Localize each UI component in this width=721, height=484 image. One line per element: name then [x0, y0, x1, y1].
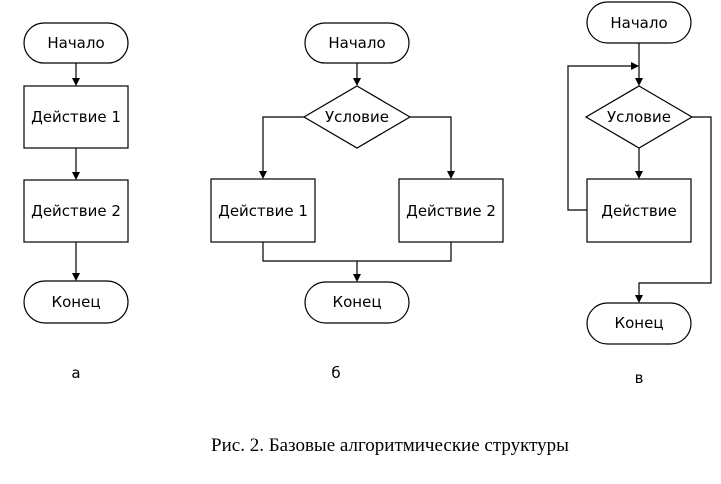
arrowhead [635, 78, 643, 86]
merge-connector [262, 242, 452, 262]
condition-label: Условие [325, 108, 389, 126]
end-label: Конец [51, 293, 100, 311]
action-1-box [23, 85, 129, 149]
action-1-label: Действие 1 [31, 108, 121, 126]
action-2-label: Действие 2 [406, 202, 496, 220]
arrowhead [72, 78, 80, 86]
start-label: Начало [610, 14, 667, 32]
end-terminal [23, 280, 129, 324]
diagram-letter-b: б [331, 364, 340, 382]
end-label: Конец [614, 314, 663, 332]
condition-label: Условие [607, 108, 671, 126]
diagram-letter-c: в [635, 369, 644, 387]
end-terminal [304, 281, 410, 324]
start-label: Начало [47, 34, 104, 52]
action-2-box [398, 178, 504, 243]
diagram-branching: Начало Условие Действие 1 Действие 2 Кон… [210, 22, 504, 382]
action-2-label: Действие 2 [31, 202, 121, 220]
diagram-linear: Начало Действие 1 Действие 2 Конец а [23, 22, 129, 382]
condition-diamond [302, 85, 412, 149]
diagram-loop: Начало Условие Действие Конец в [567, 1, 712, 387]
loop-back-connector [567, 65, 633, 211]
arrowhead [353, 78, 361, 86]
arrowhead [631, 62, 639, 70]
exit-connector [638, 116, 712, 296]
arrowhead [353, 274, 361, 282]
branch-left-connector [262, 116, 304, 173]
arrowhead [447, 171, 455, 179]
arrowhead [72, 273, 80, 281]
action-1-label: Действие 1 [218, 202, 308, 220]
arrowhead [259, 171, 267, 179]
end-terminal [586, 302, 692, 345]
arrowhead [635, 295, 643, 303]
arrowhead [635, 171, 643, 179]
action-1-box [210, 178, 316, 243]
action-label: Действие [601, 202, 677, 220]
figure-caption: Рис. 2. Базовые алгоритмические структур… [211, 435, 569, 456]
arrowhead [72, 172, 80, 180]
action-box [586, 178, 692, 243]
end-label: Конец [332, 293, 381, 311]
branch-right-connector [410, 116, 452, 173]
start-label: Начало [328, 34, 385, 52]
diagram-letter-a: а [71, 364, 80, 382]
